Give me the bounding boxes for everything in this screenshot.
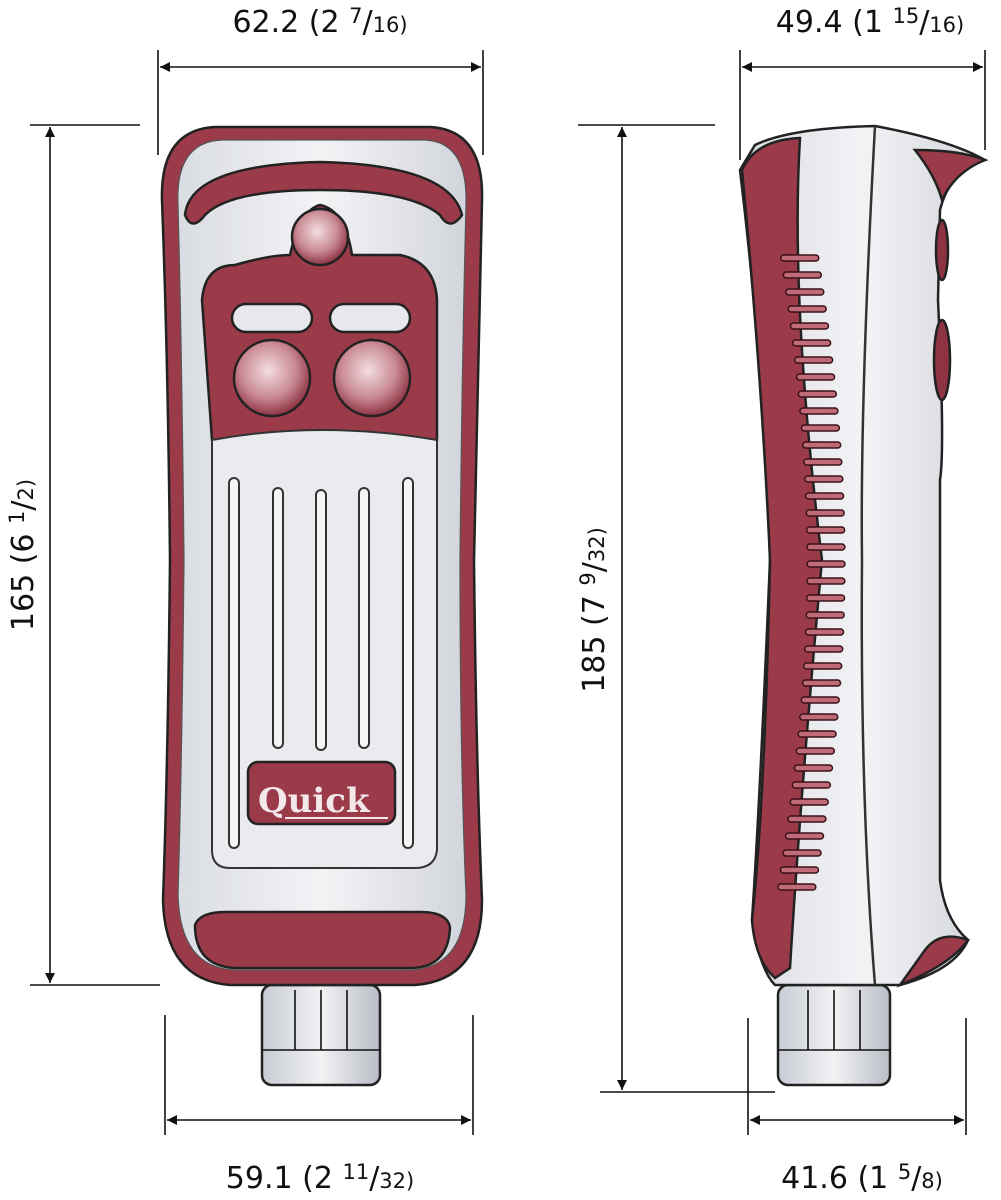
svg-text:49.4 (1 15/16): 49.4 (1 15/16): [776, 4, 964, 40]
side-rib: [804, 628, 845, 636]
svg-text:41.6 (1 5/8): 41.6 (1 5/8): [781, 1160, 943, 1196]
side-top-accent: [912, 148, 989, 204]
side-rib: [804, 492, 845, 500]
side-rib: [793, 356, 834, 364]
side-rib: [801, 679, 842, 687]
side-bottom-accent: [896, 935, 970, 988]
side-rib: [782, 849, 822, 857]
top-grip-accent: [183, 160, 464, 225]
side-rib: [793, 764, 834, 772]
side-rib: [805, 509, 845, 517]
side-rib: [795, 373, 836, 381]
side-height-dimension: 185 (7 9/32): [576, 124, 775, 1093]
side-rib: [805, 611, 845, 619]
front-width-bottom-dimension: 59.1 (2 11/32): [164, 1015, 474, 1196]
front-view: Quick: [160, 125, 484, 1087]
indicator-right: [328, 302, 412, 334]
front-width-top-dimension: 62.2 (2 7/16): [157, 4, 484, 155]
indicator-left: [230, 302, 314, 334]
side-rib: [797, 390, 838, 398]
button-right[interactable]: [332, 338, 412, 418]
side-rib: [787, 305, 827, 313]
bottom-grip-accent: [193, 910, 452, 970]
side-depth-top-dimension: 49.4 (1 15/16): [739, 4, 986, 160]
cable-gland-side: [776, 983, 892, 1087]
side-rib: [795, 747, 836, 755]
side-rib: [804, 475, 844, 483]
side-rib: [787, 815, 827, 823]
svg-text:185 (7 9/32): 185 (7 9/32): [576, 527, 612, 693]
top-button[interactable]: [290, 207, 350, 267]
side-rib: [789, 322, 830, 330]
side-rib: [803, 645, 844, 653]
button-left[interactable]: [232, 338, 312, 418]
side-rib: [801, 441, 842, 449]
side-rib: [784, 832, 825, 840]
front-height-dimension: 165 (6 1/2): [5, 124, 160, 986]
svg-text:Quick: Quick: [258, 781, 371, 821]
side-rib: [802, 662, 843, 670]
grip-ribs: [228, 477, 414, 849]
svg-text:62.2 (2 7/16): 62.2 (2 7/16): [232, 4, 407, 40]
side-rib: [803, 458, 843, 466]
side-rib: [791, 339, 832, 347]
side-ribs: [777, 254, 846, 891]
side-rib: [789, 798, 829, 806]
side-rib: [806, 560, 846, 568]
side-rib: [805, 526, 846, 534]
side-depth-bottom-dimension: 41.6 (1 5/8): [747, 1018, 967, 1196]
side-rib: [806, 577, 846, 585]
cable-gland-front: [260, 983, 382, 1087]
side-rib: [800, 424, 841, 432]
quick-logo: Quick: [246, 760, 397, 826]
side-rib: [797, 730, 837, 738]
side-rib: [800, 696, 840, 704]
side-rib: [782, 271, 823, 279]
side-rib: [780, 254, 820, 262]
side-rib: [806, 543, 846, 551]
svg-text:59.1 (2 11/32): 59.1 (2 11/32): [226, 1160, 414, 1196]
side-view: [738, 124, 989, 1087]
side-rib: [805, 594, 846, 602]
side-rib: [777, 883, 817, 891]
svg-text:165 (6 1/2): 165 (6 1/2): [5, 479, 41, 631]
side-rib: [791, 781, 832, 789]
side-rib: [785, 288, 825, 296]
side-rib: [799, 407, 839, 415]
side-rib: [798, 713, 839, 721]
side-rib: [779, 866, 820, 874]
